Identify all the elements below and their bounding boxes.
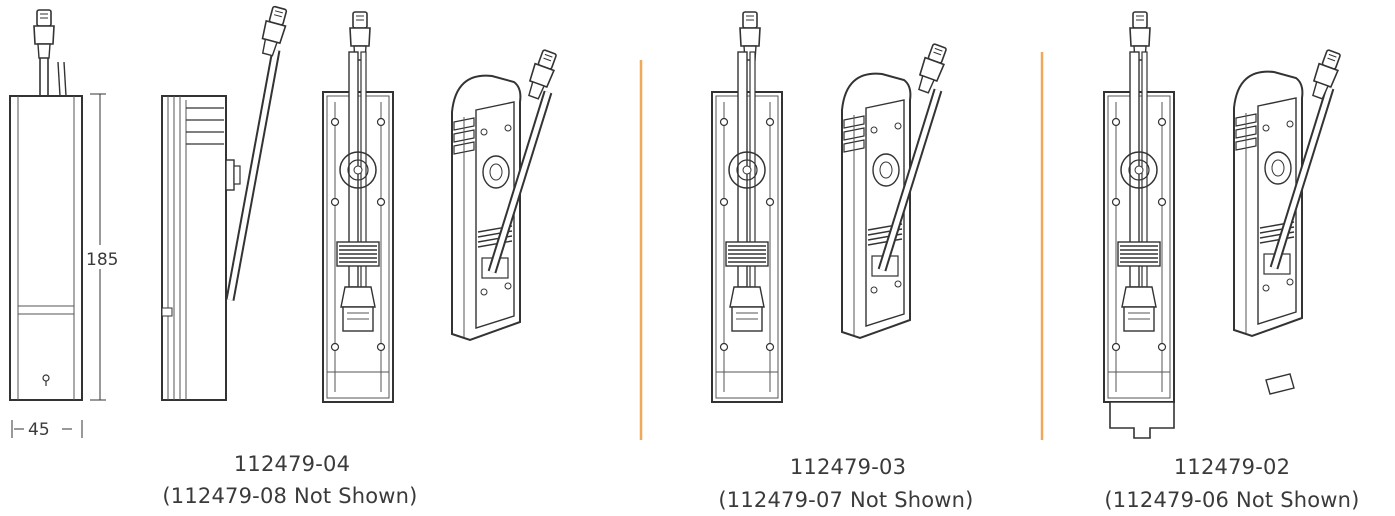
width-label: 45: [28, 420, 50, 440]
model-caption: 112479-02: [1173, 455, 1291, 479]
width-dimension: 45: [11, 420, 83, 440]
model-caption: 112479-04: [233, 452, 351, 476]
perspective-view: [1234, 47, 1345, 395]
front-closed-view: [9, 9, 83, 401]
perspective-view: [452, 47, 561, 340]
front-open-view: [1103, 11, 1175, 439]
height-label: 185: [86, 250, 118, 270]
model-caption: 112479-03: [789, 455, 907, 479]
side-view: [161, 4, 291, 401]
front-open-view: [711, 11, 783, 403]
height-dimension: 185: [84, 93, 122, 401]
perspective-view: [842, 41, 951, 338]
model-note: (112479-07 Not Shown): [718, 488, 974, 512]
model-note: (112479-08 Not Shown): [162, 484, 418, 508]
front-open-view: [322, 11, 394, 403]
model-note: (112479-06 Not Shown): [1104, 488, 1360, 512]
